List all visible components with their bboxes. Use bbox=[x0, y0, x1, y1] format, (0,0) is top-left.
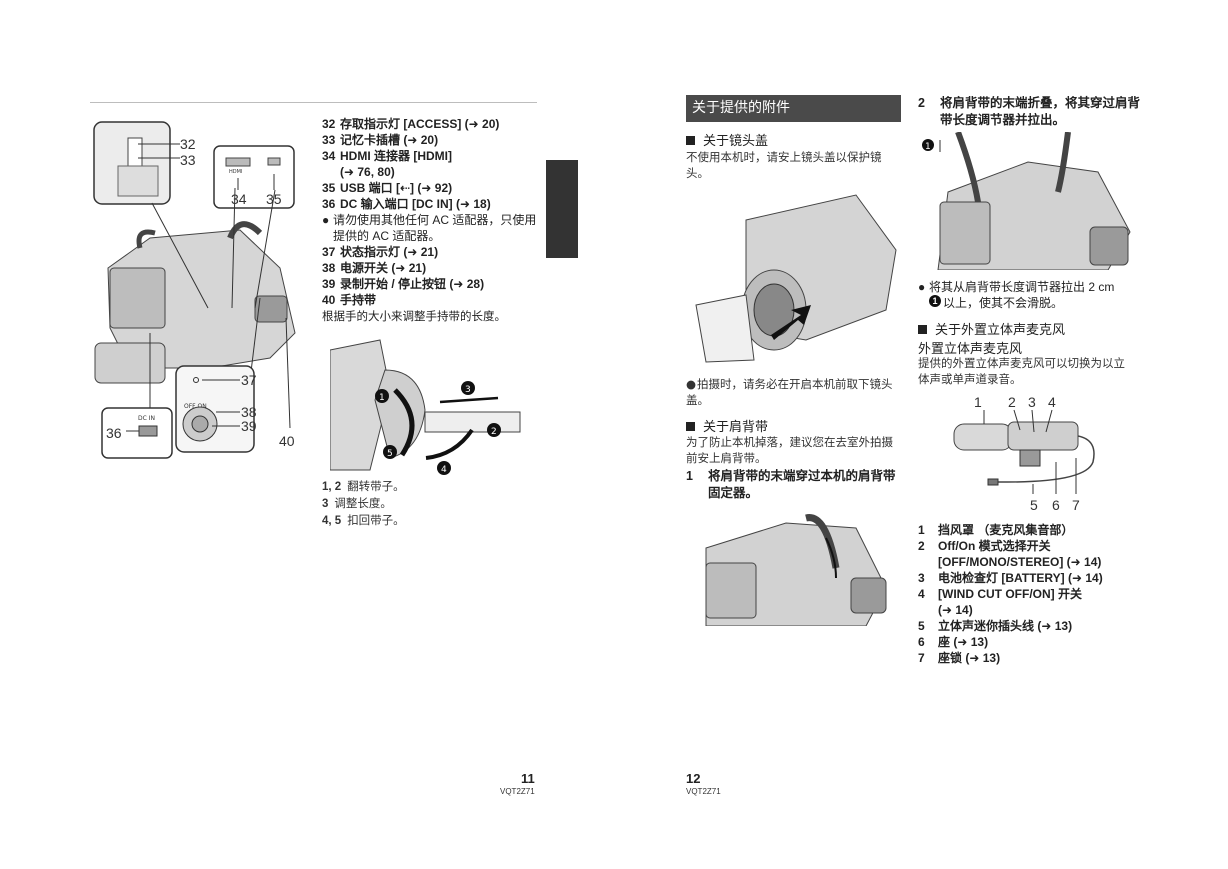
shoulder-strap-heading: 关于肩背带 bbox=[686, 416, 768, 435]
square-bullet-icon bbox=[686, 422, 695, 431]
strap-step1-illustration bbox=[705, 514, 887, 626]
list-item: [OFF/MONO/STEREO] (➜ 14) bbox=[938, 555, 1102, 569]
lens-cap-illustration bbox=[695, 194, 897, 363]
page-number-left: 11 bbox=[521, 771, 535, 786]
circled-number-1-icon: 1 bbox=[929, 295, 941, 307]
square-bullet-icon bbox=[918, 325, 927, 334]
callout-32: 32 bbox=[180, 136, 196, 152]
svg-text:3: 3 bbox=[465, 385, 471, 395]
stereo-mic-illustration: 1 2 3 4 5 6 7 bbox=[953, 394, 1095, 513]
grip-belt-illustration: 1 2 3 4 5 bbox=[330, 339, 521, 475]
mic-callout-3: 3 bbox=[1028, 394, 1036, 410]
lens-cap-note: ●拍摄时，请务必在开启本机前取下镜头盖。 bbox=[686, 377, 893, 407]
mic-callout-4: 4 bbox=[1048, 394, 1056, 410]
mic-body: 提供的外置立体声麦克风可以切换为以立体声或单声道录音。 bbox=[918, 356, 1125, 386]
strap-step2-illustration: 1 bbox=[922, 132, 1131, 270]
callout-37: 37 bbox=[241, 372, 257, 388]
off-on-label: OFF ON bbox=[184, 403, 207, 410]
lens-cap-heading: 关于镜头盖 bbox=[686, 130, 768, 149]
ac-adapter-note: ●请勿使用其他任何 AC 适配器，只使用提供的 AC 适配器。 bbox=[322, 213, 537, 243]
svg-text:2: 2 bbox=[491, 427, 497, 437]
callout-36: 36 bbox=[106, 425, 122, 441]
list-item: (➜ 14) bbox=[938, 603, 973, 617]
mic-callout-2: 2 bbox=[1008, 394, 1016, 410]
hdmi-label: HDMI bbox=[229, 169, 242, 175]
page-code-left: VQT2Z71 bbox=[500, 787, 535, 796]
section-title: 关于提供的附件 bbox=[686, 95, 901, 122]
callout-39: 39 bbox=[241, 418, 257, 434]
mic-callout-6: 6 bbox=[1052, 497, 1060, 513]
page-number-right: 12 bbox=[686, 771, 701, 786]
dc-in-label: DC IN bbox=[138, 415, 155, 422]
callout-34: 34 bbox=[231, 191, 247, 207]
section-tab-marker bbox=[546, 160, 578, 258]
svg-text:1: 1 bbox=[925, 142, 931, 152]
callout-33: 33 bbox=[180, 152, 196, 168]
svg-text:1: 1 bbox=[379, 393, 385, 403]
mic-subheading: 外置立体声麦克风 bbox=[918, 342, 1023, 357]
mic-heading: 关于外置立体声麦克风 bbox=[918, 319, 1065, 338]
lens-cap-body: 不使用本机时，请安上镜头盖以保护镜头。 bbox=[686, 150, 882, 180]
square-bullet-icon bbox=[686, 136, 695, 145]
svg-text:5: 5 bbox=[387, 449, 393, 459]
mic-callout-7: 7 bbox=[1072, 497, 1080, 513]
shoulder-strap-body: 为了防止本机掉落，建议您在去室外拍摄前安上肩背带。 bbox=[686, 435, 893, 465]
callout-40: 40 bbox=[279, 433, 295, 449]
list-item: 4[WIND CUT OFF/ON] 开关 bbox=[918, 587, 1082, 601]
page-code-right: VQT2Z71 bbox=[686, 787, 721, 796]
callout-38: 38 bbox=[241, 404, 257, 420]
mic-callout-1: 1 bbox=[974, 394, 982, 410]
grip-description: 根据手的大小来调整手持带的长度。 bbox=[322, 309, 506, 323]
header-rule bbox=[90, 102, 537, 103]
mic-callout-5: 5 bbox=[1030, 497, 1038, 513]
svg-text:4: 4 bbox=[441, 465, 447, 475]
camera-side-illustration: 32 33 HDMI 34 35 DC IN 36 OFF ON 37 38 3… bbox=[93, 121, 296, 459]
list-item: (➜ 76, 80) bbox=[340, 165, 395, 179]
